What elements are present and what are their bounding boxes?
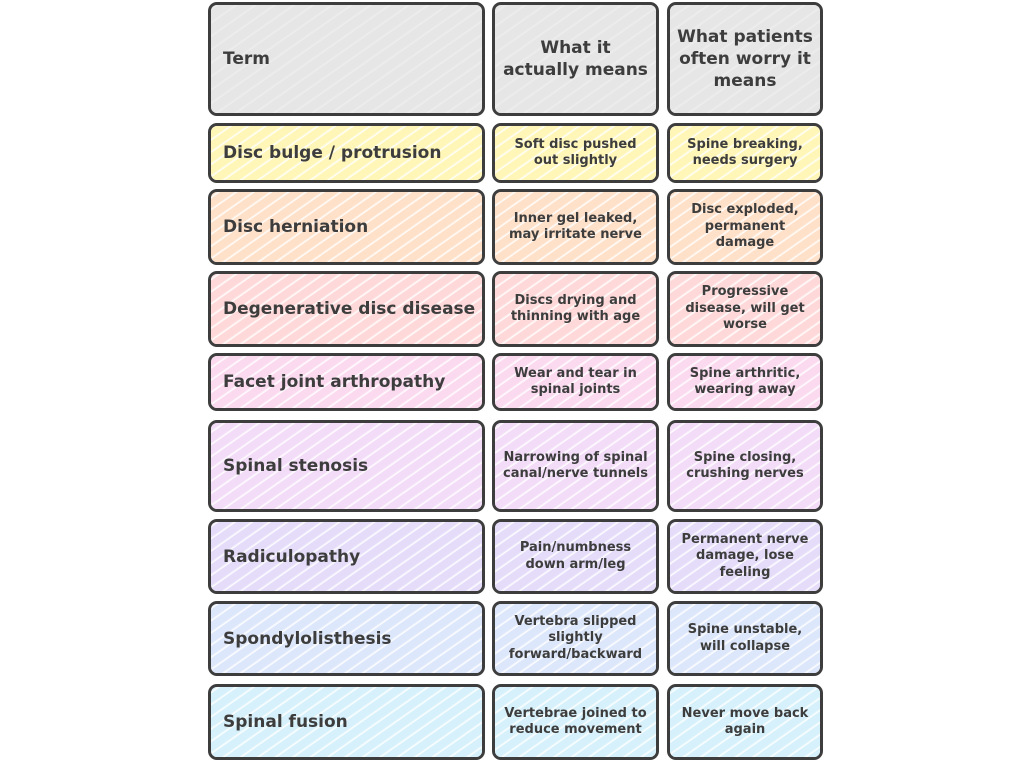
actual-meaning-text: Discs drying and thinning with age <box>510 292 641 325</box>
sketch-fill <box>495 356 656 408</box>
sketch-fill <box>495 126 656 180</box>
patient-worry-text: Never move back again <box>681 705 809 738</box>
row-term-radiculopathy: Radiculopathy <box>208 519 485 594</box>
sketch-fill <box>211 274 482 344</box>
row-term-disc-bulge: Disc bulge / protrusion <box>208 123 485 183</box>
sketch-fill <box>211 522 482 591</box>
row-term-facet-joint: Facet joint arthropathy <box>208 353 485 411</box>
header-actual-label: What it actually means <box>503 38 648 80</box>
patient-worry-text: Disc exploded, permanent damage <box>691 202 799 251</box>
sketch-fill <box>670 687 820 757</box>
row-worry-disc-herniation: Disc exploded, permanent damage <box>667 189 823 265</box>
row-worry-spondylolisthesis: Spine unstable, will collapse <box>667 601 823 676</box>
sketch-fill <box>670 126 820 180</box>
sketch-fill <box>670 423 820 509</box>
sketch-fill <box>670 356 820 408</box>
actual-meaning-text: Narrowing of spinal canal/nerve tunnels <box>503 449 648 482</box>
sketch-fill <box>211 423 482 509</box>
row-term-degenerative-disc: Degenerative disc disease <box>208 271 485 347</box>
sketch-fill <box>211 5 482 113</box>
patient-worry-text: Progressive disease, will get worse <box>685 284 805 333</box>
patient-worry-text: Spine closing, crushing nerves <box>686 449 804 482</box>
row-term-disc-herniation: Disc herniation <box>208 189 485 265</box>
row-actual-facet-joint: Wear and tear in spinal joints <box>492 353 659 411</box>
row-term-spinal-stenosis: Spinal stenosis <box>208 420 485 512</box>
sketch-fill <box>495 423 656 509</box>
header-actual-meaning: What it actually means <box>492 2 659 116</box>
row-worry-facet-joint: Spine arthritic, wearing away <box>667 353 823 411</box>
sketch-fill <box>211 356 482 408</box>
header-worry-label: What patients often worry it means <box>677 27 813 91</box>
sketch-fill <box>495 687 656 757</box>
term-label: Spondylolisthesis <box>223 628 392 649</box>
sketch-fill <box>670 522 820 591</box>
row-actual-spinal-fusion: Vertebrae joined to reduce movement <box>492 684 659 760</box>
row-actual-disc-bulge: Soft disc pushed out slightly <box>492 123 659 183</box>
actual-meaning-text: Vertebrae joined to reduce movement <box>504 705 647 738</box>
sketch-fill <box>495 522 656 591</box>
actual-meaning-text: Inner gel leaked, may irritate nerve <box>509 210 642 243</box>
row-actual-degenerative-disc: Discs drying and thinning with age <box>492 271 659 347</box>
sketch-fill <box>670 274 820 344</box>
actual-meaning-text: Wear and tear in spinal joints <box>514 365 637 398</box>
sketch-fill <box>211 192 482 262</box>
sketch-fill <box>495 5 656 113</box>
row-worry-radiculopathy: Permanent nerve damage, lose feeling <box>667 519 823 594</box>
header-patient-worry: What patients often worry it means <box>667 2 823 116</box>
term-label: Disc herniation <box>223 217 369 237</box>
patient-worry-text: Spine unstable, will collapse <box>687 622 803 654</box>
row-actual-spinal-stenosis: Narrowing of spinal canal/nerve tunnels <box>492 420 659 512</box>
actual-meaning-text: Vertebra slipped slightly forward/backwa… <box>508 613 643 662</box>
term-label: Facet joint arthropathy <box>223 372 446 392</box>
row-term-spondylolisthesis: Spondylolisthesis <box>208 601 485 676</box>
row-actual-radiculopathy: Pain/numbness down arm/leg <box>492 519 659 594</box>
sketch-fill <box>670 5 820 113</box>
patient-worry-text: Spine breaking, needs surgery <box>687 136 803 169</box>
row-worry-spinal-fusion: Never move back again <box>667 684 823 760</box>
sketch-fill <box>495 192 656 262</box>
actual-meaning-text: Soft disc pushed out slightly <box>514 136 637 169</box>
sketch-fill <box>211 687 482 757</box>
row-actual-disc-herniation: Inner gel leaked, may irritate nerve <box>492 189 659 265</box>
patient-worry-text: Spine arthritic, wearing away <box>689 365 801 398</box>
actual-meaning-text: Pain/numbness down arm/leg <box>519 540 632 572</box>
sketch-fill <box>211 604 482 673</box>
term-label: Disc bulge / protrusion <box>223 143 442 163</box>
term-label: Degenerative disc disease <box>223 299 476 319</box>
header-term-label: Term <box>223 49 270 69</box>
row-term-spinal-fusion: Spinal fusion <box>208 684 485 760</box>
term-label: Radiculopathy <box>223 546 361 567</box>
row-worry-degenerative-disc: Progressive disease, will get worse <box>667 271 823 347</box>
row-worry-disc-bulge: Spine breaking, needs surgery <box>667 123 823 183</box>
header-term: Term <box>208 2 485 116</box>
sketch-fill <box>495 604 656 673</box>
sketch-fill <box>670 192 820 262</box>
sketch-fill <box>670 604 820 673</box>
row-worry-spinal-stenosis: Spine closing, crushing nerves <box>667 420 823 512</box>
term-label: Spinal fusion <box>223 712 348 732</box>
patient-worry-text: Permanent nerve damage, lose feeling <box>681 531 809 580</box>
term-label: Spinal stenosis <box>223 456 369 476</box>
row-actual-spondylolisthesis: Vertebra slipped slightly forward/backwa… <box>492 601 659 676</box>
sketch-fill <box>495 274 656 344</box>
sketch-fill <box>211 126 482 180</box>
